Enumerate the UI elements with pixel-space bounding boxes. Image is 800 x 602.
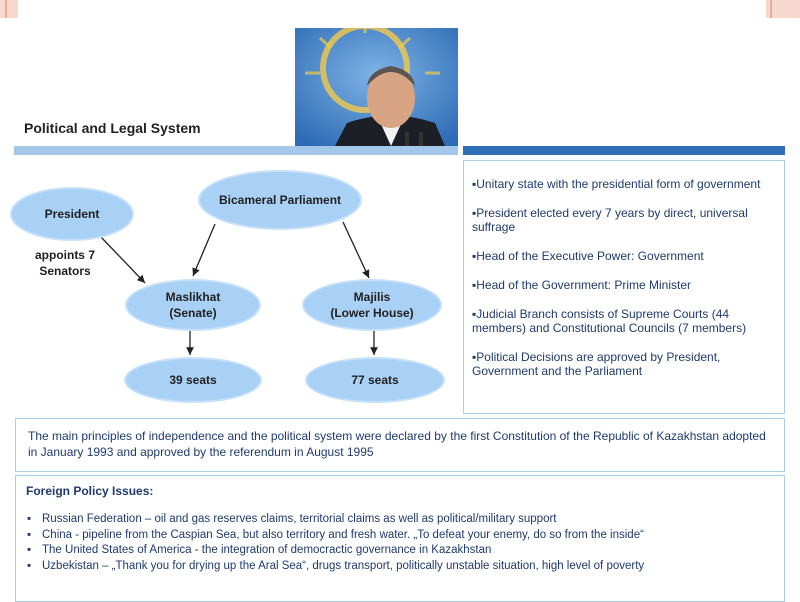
foreign-policy-list: Russian Federation – oil and gas reserve… (16, 498, 784, 574)
appoints-note: appoints 7 Senators (34, 248, 95, 278)
node-lower-house: Majilis(Lower House) (302, 279, 442, 331)
foreign-policy-item: Uzbekistan – „Thank you for drying up th… (27, 559, 784, 575)
facts-box: Unitary state with the presidential form… (463, 160, 785, 414)
corner-accent-left (0, 0, 18, 18)
foreign-policy-item: The United States of America - the integ… (27, 543, 784, 559)
arrow-president-to-senate (99, 235, 146, 284)
foreign-policy-item: Russian Federation – oil and gas reserve… (27, 512, 784, 528)
portrait-photo (295, 28, 458, 146)
foreign-policy-box: Foreign Policy Issues: Russian Federatio… (15, 475, 785, 602)
node-senate-seats: 39 seats (124, 357, 262, 403)
fact-item: Political Decisions are approved by Pres… (472, 350, 776, 378)
foreign-policy-item: China - pipeline from the Caspian Sea, b… (27, 528, 784, 544)
corner-accent-right-stripe (770, 0, 772, 18)
header-band-left (14, 146, 458, 155)
node-senate: Maslikhat(Senate) (125, 279, 261, 331)
corner-accent-left-stripe (5, 0, 7, 18)
arrow-parliament-to-lower (342, 221, 370, 279)
facts-list: Unitary state with the presidential form… (464, 161, 784, 378)
fact-item: Judicial Branch consists of Supreme Cour… (472, 307, 776, 335)
node-lower-seats: 77 seats (305, 357, 445, 403)
fact-item: Head of the Executive Power: Government (472, 249, 776, 263)
arrow-parliament-to-senate (192, 223, 216, 277)
node-bicameral-parliament: Bicameral Parliament (198, 170, 362, 230)
principles-box: The main principles of independence and … (15, 418, 785, 472)
foreign-policy-title: Foreign Policy Issues: (26, 484, 154, 498)
corner-accent-right (766, 0, 800, 18)
fact-item: Head of the Government: Prime Minister (472, 278, 776, 292)
fact-item: President elected every 7 years by direc… (472, 206, 776, 234)
header-band-right (463, 146, 785, 155)
fact-item: Unitary state with the presidential form… (472, 177, 776, 191)
node-president: President (10, 187, 134, 241)
slide-title: Political and Legal System (24, 120, 201, 136)
